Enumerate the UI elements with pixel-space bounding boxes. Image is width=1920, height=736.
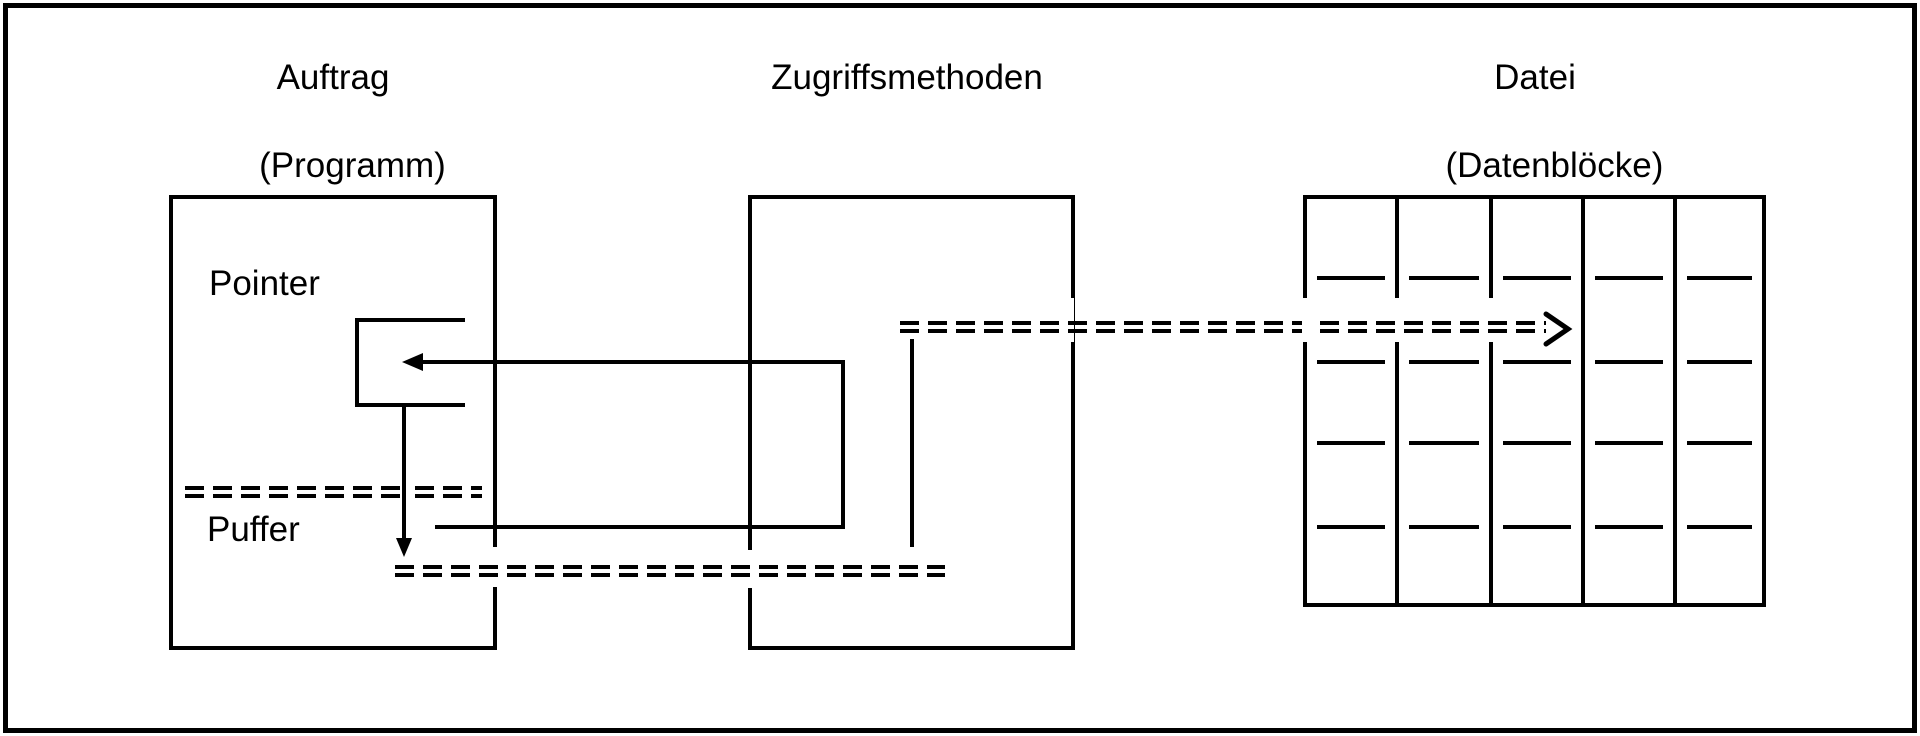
pointer-cell-top-line: [355, 318, 465, 322]
file-block-separator: [1503, 276, 1571, 280]
pointer-cell-left-line: [355, 318, 359, 407]
file-block-separator: [1317, 441, 1385, 445]
file-block-separator: [1409, 525, 1479, 529]
file-block-separator: [1317, 276, 1385, 280]
pointer-label: Pointer: [209, 264, 320, 303]
heading-access-methods: Zugriffsmethoden: [757, 56, 1057, 144]
heading-program-line2: (Programm): [259, 146, 446, 185]
access-box-right-edge-gap: [1064, 298, 1074, 342]
file-block-separator: [1317, 525, 1385, 529]
dataflow-access-to-buffer-dashes: [395, 565, 945, 577]
file-block-separator: [1687, 441, 1752, 445]
pointer-return-line-right: [841, 360, 845, 529]
file-block-separator: [1595, 525, 1663, 529]
heading-access-line1: Zugriffsmethoden: [771, 58, 1043, 97]
file-grid-divider: [1395, 342, 1399, 603]
file-grid-divider: [1395, 199, 1399, 298]
pointer-return-arrowhead-icon: [402, 353, 423, 371]
file-block-separator: [1687, 276, 1752, 280]
file-block-separator: [1595, 360, 1663, 364]
heading-file-line1: Datei: [1494, 58, 1576, 97]
file-block-separator: [1503, 360, 1571, 364]
file-block-separator: [1503, 525, 1571, 529]
page-border: [3, 3, 1917, 733]
pointer-to-buffer-arrowhead-icon: [396, 538, 412, 557]
pointer-cell-bottom-line: [355, 403, 465, 407]
file-grid-divider: [1581, 199, 1585, 603]
file-grid-divider: [1489, 199, 1493, 298]
dataflow-access-to-file-dashes: [900, 321, 1546, 333]
heading-file-line2: (Datenblöcke): [1445, 146, 1664, 185]
heading-program-line1: Auftrag: [276, 58, 390, 97]
access-methods-box: [748, 195, 1075, 650]
heading-file: Datei (Datenblöcke): [1385, 56, 1685, 232]
file-block-separator: [1409, 441, 1479, 445]
buffer-label: Puffer: [207, 510, 300, 549]
buffer-address-line-bottom: [435, 525, 845, 529]
file-block-separator: [1687, 525, 1752, 529]
file-block-separator: [1687, 360, 1752, 364]
file-grid-divider: [1673, 199, 1677, 603]
file-block-separator: [1409, 360, 1479, 364]
file-block-separator: [1503, 441, 1571, 445]
file-grid-divider: [1489, 342, 1493, 603]
file-grid-box: [1303, 195, 1766, 607]
pointer-buffer-separator-dashes-right: [415, 486, 482, 498]
dataflow-access-to-file-arrowhead-icon: [1543, 311, 1573, 347]
pointer-buffer-separator-dashes-left: [185, 486, 400, 498]
program-box: [169, 195, 497, 650]
file-block-separator: [1317, 360, 1385, 364]
access-methods-internal-line: [910, 339, 914, 547]
file-grid-left-edge-gap: [1302, 298, 1312, 342]
file-block-separator: [1409, 276, 1479, 280]
pointer-to-buffer-line: [402, 403, 406, 538]
heading-program: Auftrag (Programm): [183, 56, 483, 232]
file-block-separator: [1595, 441, 1663, 445]
file-block-separator: [1595, 276, 1663, 280]
pointer-return-line-top: [420, 360, 845, 364]
